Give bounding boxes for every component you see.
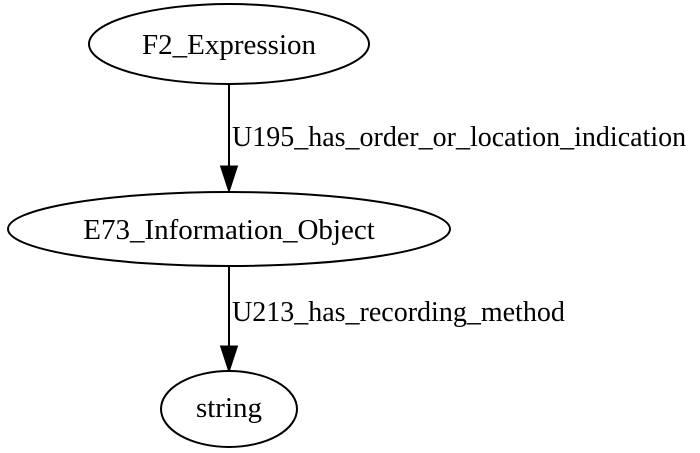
edge-u213-has-recording-method: U213_has_recording_method: [219, 266, 565, 374]
edge-label-u213: U213_has_recording_method: [232, 297, 565, 328]
node-ellipse: [7, 191, 451, 267]
arrowhead-down-icon: [219, 345, 239, 374]
node-ellipse: [88, 3, 370, 85]
node-ellipse: [160, 370, 298, 448]
arrowhead-down-icon: [219, 165, 239, 194]
node-f2-expression: F2_Expression: [88, 3, 370, 85]
node-e73-information-object: E73_Information_Object: [7, 191, 451, 267]
edge-label-u195: U195_has_order_or_location_indication: [232, 122, 686, 153]
node-string: string: [160, 370, 298, 448]
node-label-f2-expression: F2_Expression: [142, 29, 317, 61]
node-label-string: string: [196, 392, 262, 424]
edge-u195-has-order-or-location-indication: U195_has_order_or_location_indication: [219, 84, 686, 194]
node-label-e73-information-object: E73_Information_Object: [83, 214, 375, 246]
